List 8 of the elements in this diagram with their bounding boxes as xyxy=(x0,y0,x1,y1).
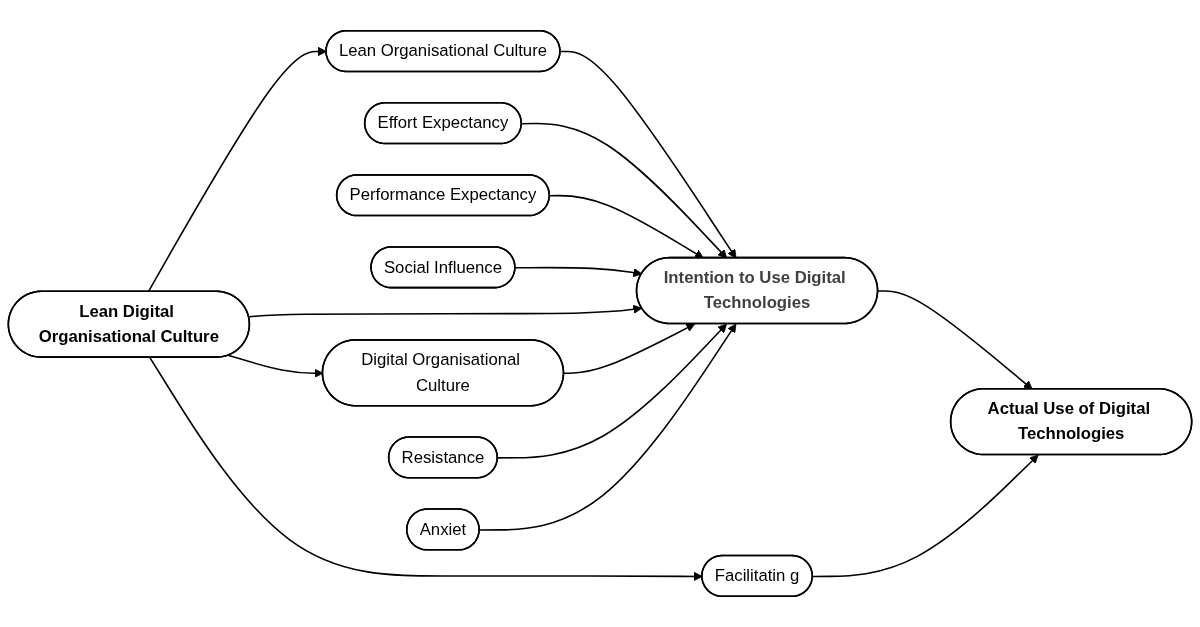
arrow xyxy=(149,356,703,581)
arrow xyxy=(248,304,643,318)
arrow xyxy=(563,323,696,375)
arrow xyxy=(877,290,1033,390)
arrow xyxy=(520,122,728,259)
arrow xyxy=(478,323,737,531)
arrow xyxy=(514,266,643,278)
arrow xyxy=(559,50,737,259)
